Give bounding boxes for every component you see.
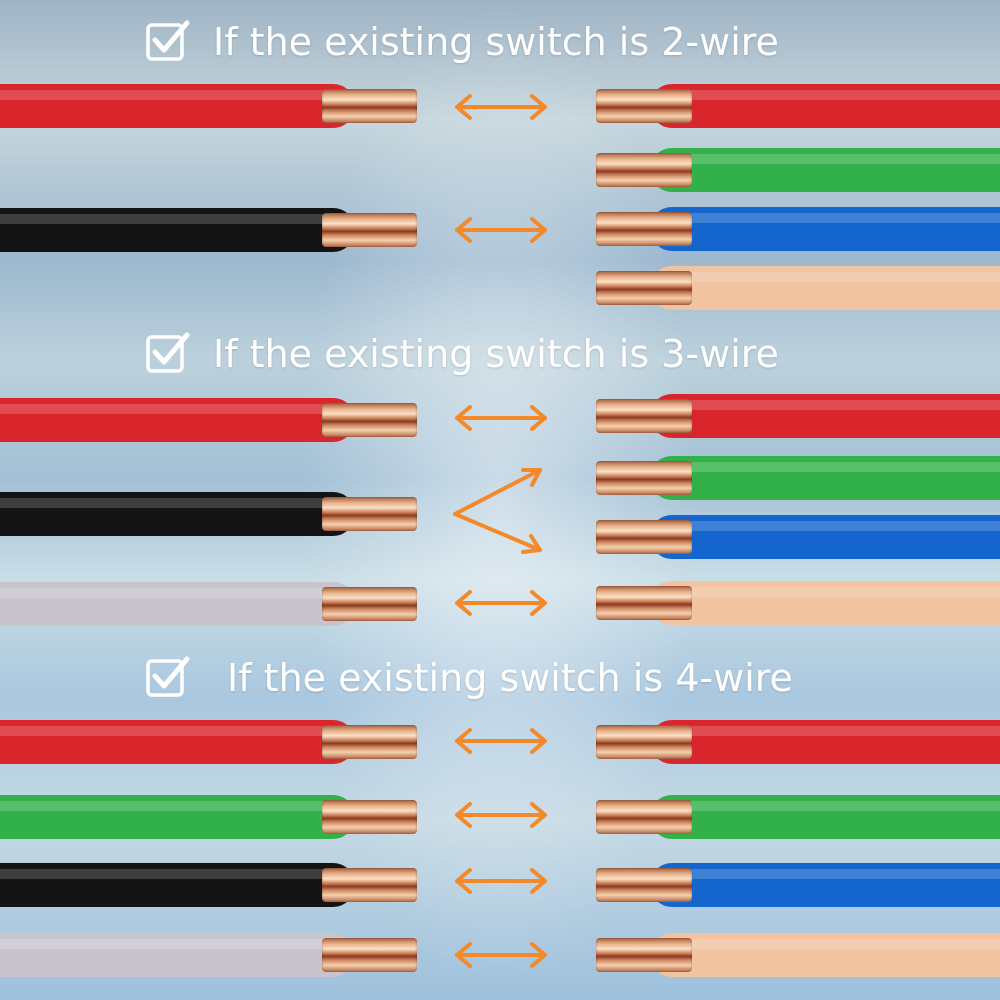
copper-core — [322, 213, 417, 247]
copper-core — [322, 800, 417, 834]
copper-core — [322, 497, 417, 531]
copper-core — [596, 153, 692, 187]
copper-core — [596, 725, 692, 759]
checkbox-check-icon — [146, 332, 190, 373]
wire-right — [650, 581, 1000, 625]
copper-core — [596, 271, 692, 305]
double-arrow-icon — [455, 942, 547, 968]
double-arrow-icon — [455, 868, 547, 894]
wire-left — [0, 208, 355, 252]
copper-core — [596, 938, 692, 972]
section-title-text: If the existing switch is 2-wire — [213, 20, 779, 64]
copper-core — [322, 938, 417, 972]
wire-right — [650, 515, 1000, 559]
wire-left — [0, 720, 355, 764]
section-title-2-wire: If the existing switch is 2-wire — [145, 12, 779, 72]
wire-right — [650, 84, 1000, 128]
section-title-3-wire: If the existing switch is 3-wire — [145, 324, 779, 384]
double-arrow-icon — [455, 802, 547, 828]
double-arrow-icon — [455, 590, 547, 616]
wire-left — [0, 84, 355, 128]
wire-right — [650, 207, 1000, 251]
copper-core — [596, 868, 692, 902]
wire-left — [0, 863, 355, 907]
double-arrow-icon — [455, 94, 547, 120]
copper-core — [596, 461, 692, 495]
copper-core — [596, 800, 692, 834]
section-title-4-wire: If the existing switch is 4-wire — [145, 648, 793, 708]
copper-core — [322, 725, 417, 759]
copper-core — [322, 587, 417, 621]
wire-right — [650, 720, 1000, 764]
copper-core — [322, 868, 417, 902]
wire-left — [0, 933, 355, 977]
copper-core — [322, 89, 417, 123]
wire-left — [0, 398, 355, 442]
split-arrow-icon — [453, 468, 542, 554]
wire-right — [650, 795, 1000, 839]
copper-core — [322, 403, 417, 437]
wire-right — [650, 456, 1000, 500]
wire-left — [0, 582, 355, 626]
wire-right — [650, 394, 1000, 438]
section-title-text: If the existing switch is 4-wire — [227, 656, 793, 700]
wire-left — [0, 492, 355, 536]
wire-left — [0, 795, 355, 839]
double-arrow-icon — [455, 217, 547, 243]
copper-core — [596, 212, 692, 246]
checkbox-check-icon — [146, 20, 190, 61]
copper-core — [596, 399, 692, 433]
wire-right — [650, 863, 1000, 907]
copper-core — [596, 586, 692, 620]
section-title-text: If the existing switch is 3-wire — [213, 332, 779, 376]
wire-right — [650, 148, 1000, 192]
wire-right — [650, 933, 1000, 977]
copper-core — [596, 89, 692, 123]
checkbox-check-icon — [146, 656, 190, 697]
copper-core — [596, 520, 692, 554]
double-arrow-icon — [455, 728, 547, 754]
double-arrow-icon — [455, 405, 547, 431]
wire-right — [650, 266, 1000, 310]
